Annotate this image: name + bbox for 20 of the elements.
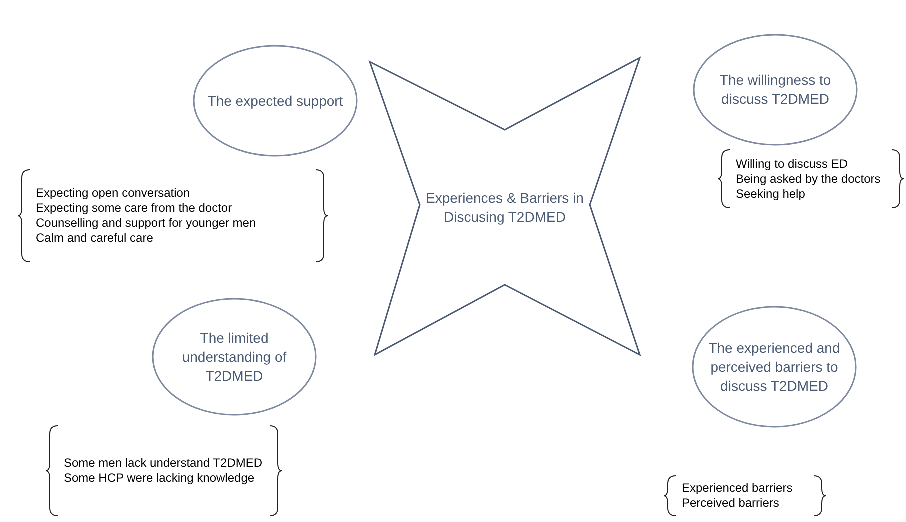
theme-ellipse xyxy=(692,306,857,428)
list-item: Willing to discuss ED xyxy=(736,156,850,172)
node-label: Experiences & Barriers in Discusing T2DMED xyxy=(425,188,585,226)
theme-ellipse xyxy=(193,45,358,157)
theme-ellipse xyxy=(152,298,317,416)
theme-ellipse xyxy=(693,34,858,146)
list-item: Some HCP were lacking knowledge xyxy=(64,471,256,486)
node-label: The experienced and perceived barriers to discuss T2DMED xyxy=(708,338,842,396)
list-item: Calm and careful care xyxy=(36,231,154,246)
list-item: Counselling and support for younger men xyxy=(36,216,258,231)
list-item: Experienced barriers xyxy=(682,481,794,496)
list-item: Some men lack understand T2DMED xyxy=(64,456,264,471)
list-item: Being asked by the doctors xyxy=(736,172,882,186)
node-label: The willingness to discuss T2DMED xyxy=(718,71,832,109)
list-item: Expecting open conversation xyxy=(36,186,192,201)
list-item: Expecting some care from the doctor xyxy=(36,201,234,216)
node-label: The expected support xyxy=(206,92,344,110)
list-item: Perceived barriers xyxy=(682,496,780,511)
node-label: The limited understanding of T2DMED xyxy=(181,328,288,386)
list-item: Seeking help xyxy=(736,186,806,202)
